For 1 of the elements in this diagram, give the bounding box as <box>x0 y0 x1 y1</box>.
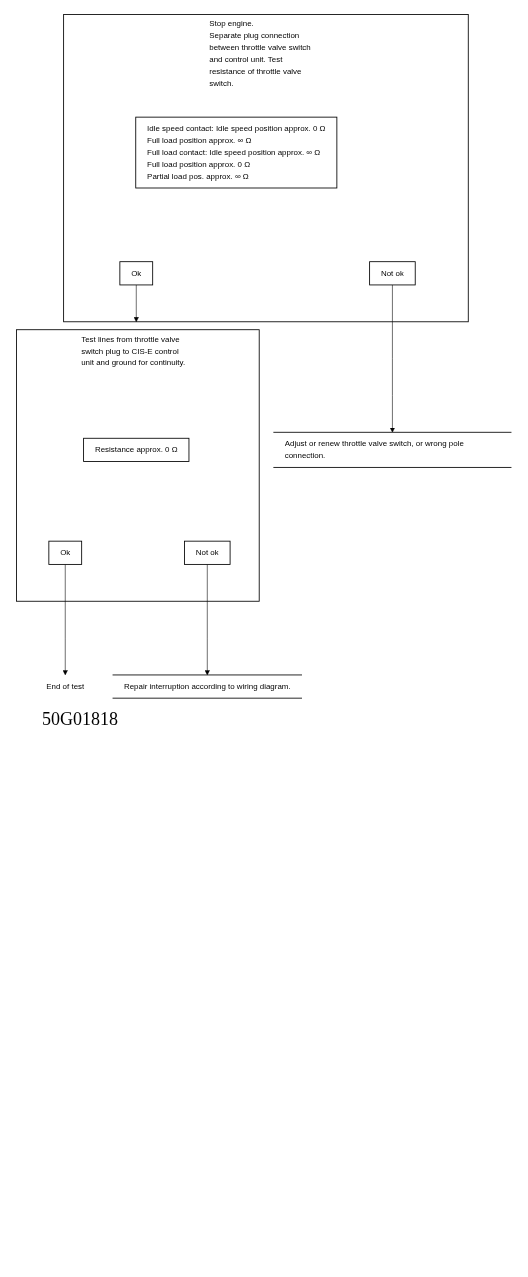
figure-code: 50G01818 <box>42 708 118 730</box>
